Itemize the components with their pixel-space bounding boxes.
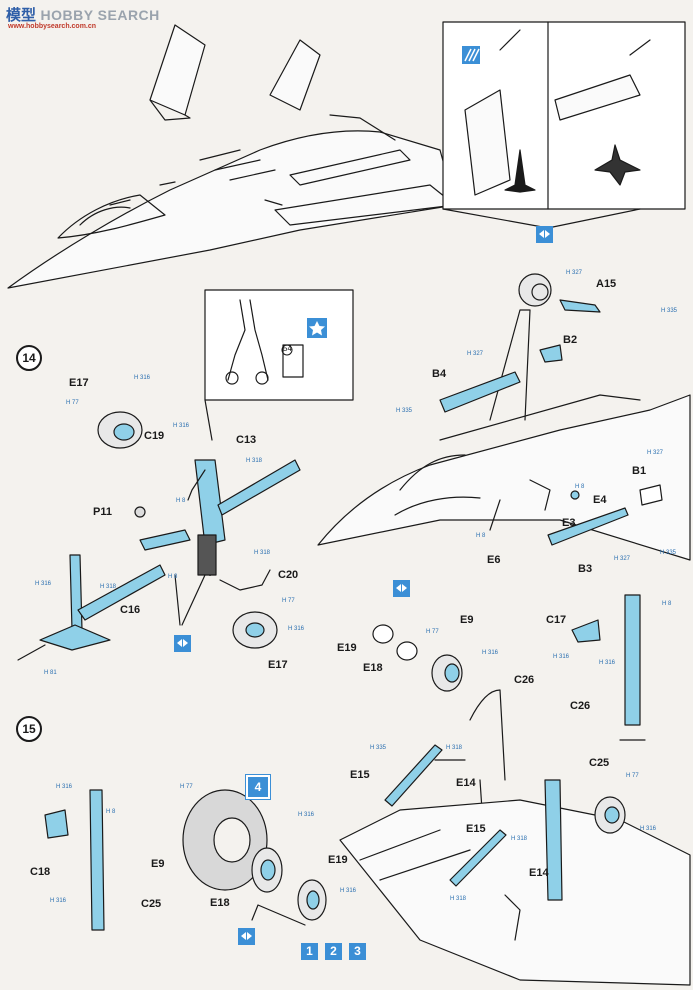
jet-silhouette-top <box>594 144 641 186</box>
step-number-14: 14 <box>16 345 42 371</box>
number-badge: 2 <box>325 943 342 960</box>
part-label: B3 <box>578 563 593 575</box>
arrow-swap-icon <box>174 226 553 945</box>
part-label: C26 <box>514 674 535 686</box>
part-label: C20 <box>278 569 299 581</box>
color-code: H 327 <box>566 270 583 276</box>
color-code: H 316 <box>640 826 657 832</box>
number-badge: 4 <box>245 774 271 800</box>
color-code: H 335 <box>370 745 387 751</box>
part-label: E17 <box>268 659 288 671</box>
part-label: P11 <box>93 506 112 518</box>
part-label: E18 <box>363 662 383 674</box>
color-code: H 8 <box>575 484 585 490</box>
color-code: H 77 <box>282 598 295 604</box>
number-badge: 1 <box>301 943 318 960</box>
decal-stripe-icon <box>462 46 480 64</box>
color-code: H 335 <box>660 550 677 556</box>
color-code: H 8 <box>168 574 178 580</box>
color-code: H 316 <box>298 812 315 818</box>
color-code: H 318 <box>446 745 463 751</box>
color-code: H 77 <box>626 773 639 779</box>
color-code: H 327 <box>647 450 664 456</box>
color-code: H 318 <box>511 836 528 842</box>
part-label: E9 <box>151 858 165 870</box>
color-code: H 327 <box>467 351 484 357</box>
part-label: C26 <box>570 700 591 712</box>
color-code: H 318 <box>100 584 117 590</box>
inset-part-ref: 54 <box>283 344 292 353</box>
color-code: H 8 <box>106 809 116 815</box>
part-label: E3 <box>562 517 576 529</box>
color-code: H 335 <box>661 308 678 314</box>
part-label: C25 <box>589 757 610 769</box>
color-code: H 316 <box>599 660 616 666</box>
color-code: H 316 <box>50 898 67 904</box>
color-code: H 77 <box>426 629 439 635</box>
color-code: H 335 <box>396 408 413 414</box>
aircraft-top-illustration <box>7 24 456 289</box>
part-label: E19 <box>337 642 357 654</box>
color-code: H 316 <box>134 375 151 381</box>
color-code: H 318 <box>246 458 263 464</box>
part-label: E14 <box>529 867 549 879</box>
part-label: E4 <box>593 494 607 506</box>
jet-silhouette-side <box>504 149 536 193</box>
part-label: E6 <box>487 554 501 566</box>
color-code: H 318 <box>254 550 271 556</box>
color-code: H 77 <box>66 400 79 406</box>
part-label: E9 <box>460 614 474 626</box>
color-code: H 316 <box>173 423 190 429</box>
number-badge: 3 <box>349 943 366 960</box>
color-code: H 8 <box>662 601 672 607</box>
part-label: B2 <box>563 334 578 346</box>
part-label: C25 <box>141 898 162 910</box>
part-label: C13 <box>236 434 257 446</box>
color-code: H 8 <box>476 533 486 539</box>
color-code: H 8 <box>176 498 186 504</box>
part-label: E18 <box>210 897 230 909</box>
part-label: E17 <box>69 377 89 389</box>
part-label: A15 <box>596 278 617 290</box>
part-label: C16 <box>120 604 141 616</box>
color-code: H 316 <box>35 581 52 587</box>
color-code: H 327 <box>614 556 631 562</box>
color-code: H 316 <box>288 626 305 632</box>
part-label: E15 <box>350 769 370 781</box>
watermark-logo: 模型 HOBBY SEARCH www.hobbysearch.com.cn <box>6 7 160 30</box>
color-code: H 316 <box>56 784 73 790</box>
part-label: E14 <box>456 777 476 789</box>
part-label: C18 <box>30 866 51 878</box>
part-label: B1 <box>632 465 647 477</box>
color-code: H 81 <box>44 670 57 676</box>
color-code: H 77 <box>180 784 193 790</box>
part-label: C19 <box>144 430 165 442</box>
part-label: C17 <box>546 614 567 626</box>
step-number-15: 15 <box>16 716 42 742</box>
part-label: E15 <box>466 823 486 835</box>
color-code: H 316 <box>482 650 499 656</box>
color-code: H 318 <box>450 896 467 902</box>
part-label: B4 <box>432 368 447 380</box>
color-code: H 316 <box>340 888 357 894</box>
part-label: E19 <box>328 854 348 866</box>
color-code: H 316 <box>553 654 570 660</box>
